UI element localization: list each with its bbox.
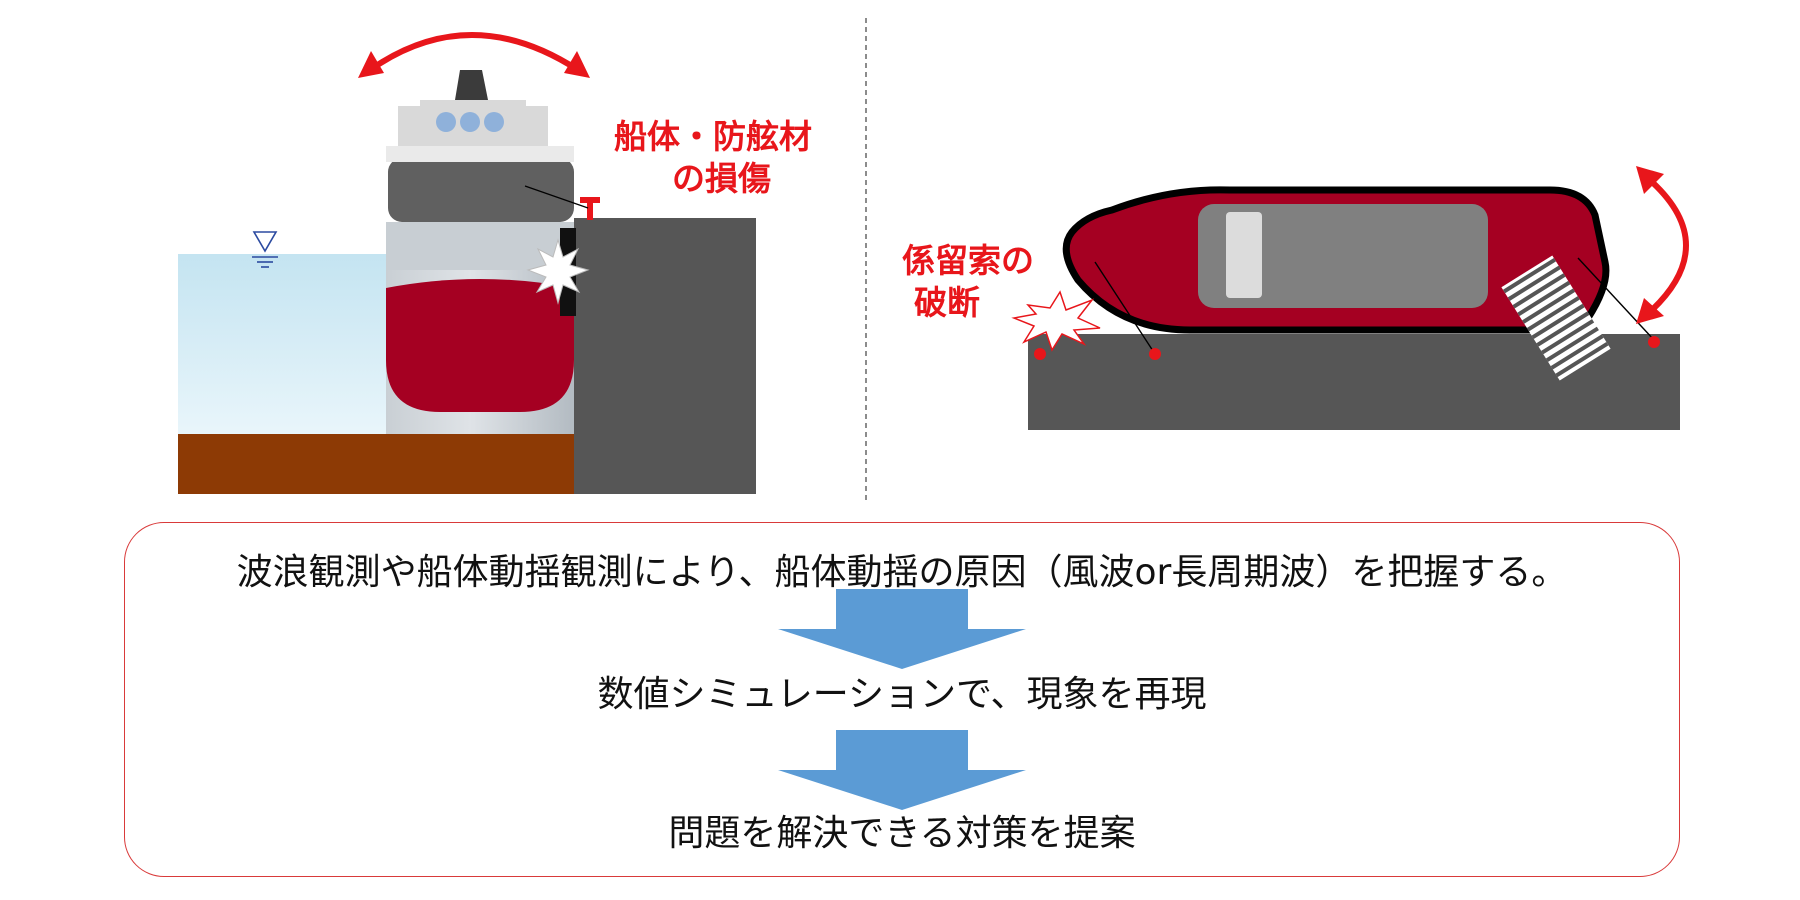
porthole — [460, 112, 480, 132]
mooring-line — [1094, 261, 1156, 355]
impact-burst-icon — [526, 238, 590, 305]
arrow-head-icon — [1636, 166, 1664, 194]
porthole — [436, 112, 456, 132]
damage-label-line2: の損傷 — [672, 159, 771, 198]
arrow-head-icon — [564, 51, 590, 78]
ship-gray-band — [386, 222, 574, 270]
ship-hull-bottom — [386, 279, 574, 412]
damage-label-line1: 船体・防舷材 — [614, 117, 812, 156]
bollard-post — [587, 200, 593, 220]
mooring-line — [1577, 257, 1655, 341]
quay-wall — [574, 218, 756, 494]
porthole — [484, 112, 504, 132]
diagram-canvas: 船体・防舷材 の損傷 — [178, 18, 1689, 500]
mooring-label-line2: 破断 — [914, 283, 980, 322]
flow-step-observe: 波浪観測や船体動揺観測により、船体動揺の原因（風波or長周期波）を把握する。 — [236, 552, 1568, 593]
ship-funnel — [455, 70, 488, 100]
mooring-line — [524, 185, 589, 209]
down-arrow-icon — [778, 589, 1026, 669]
seabed — [178, 434, 576, 494]
water-level-icon — [252, 231, 278, 253]
ship-bridge-step — [420, 100, 526, 110]
left-scene: 船体・防舷材 の損傷 — [178, 32, 812, 494]
arrow-head-icon — [1636, 298, 1664, 324]
ship-deckhouse — [1198, 204, 1488, 308]
bollard-dot — [1648, 336, 1660, 348]
arrow-head-icon — [358, 51, 384, 78]
roll-motion-arrow — [368, 32, 580, 73]
mooring-label-line1: 係留索の — [902, 241, 1034, 280]
ship-bridge-window — [1226, 212, 1262, 298]
ship-lower-cabin — [386, 146, 574, 162]
ship-upper-hull — [388, 158, 574, 222]
bollard-dot — [1034, 348, 1046, 360]
yaw-motion-arrow — [1649, 179, 1689, 313]
flow-step-simulate: 数値シミュレーションで、現象を再現 — [597, 674, 1207, 715]
down-arrow-icon — [778, 730, 1026, 810]
flow-step-propose: 問題を解決できる対策を提案 — [668, 813, 1136, 854]
snap-burst-icon — [1011, 290, 1101, 352]
flow-box: 波浪観測や船体動揺観測により、船体動揺の原因（風波or長周期波）を把握する。 数… — [124, 522, 1680, 877]
right-scene: 係留索の 破断 — [902, 166, 1689, 430]
gangway-icon — [1501, 255, 1611, 381]
bollard-dot — [1149, 348, 1161, 360]
bollard-cap — [580, 197, 600, 203]
